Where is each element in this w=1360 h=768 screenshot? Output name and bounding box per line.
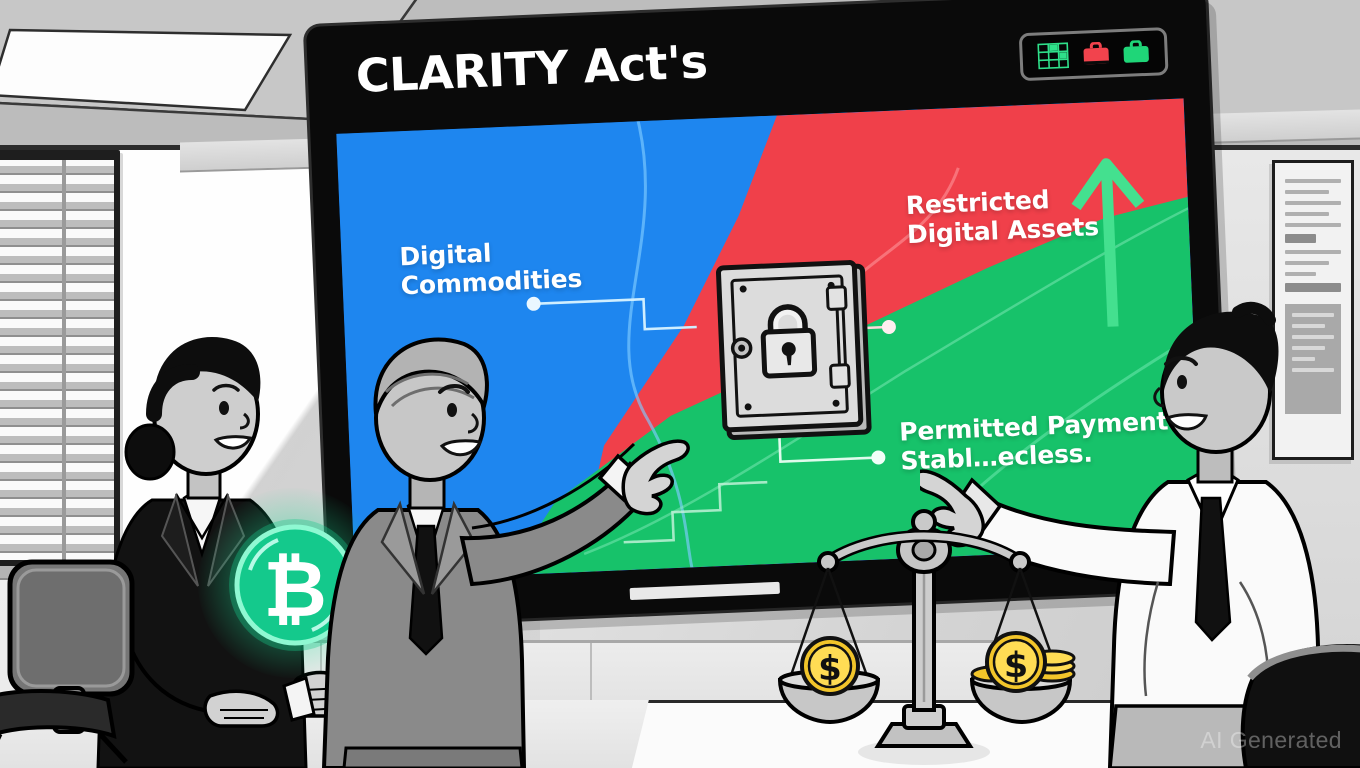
office-chair-right	[1236, 616, 1360, 768]
red-briefcase-icon	[1082, 40, 1110, 67]
status-badge[interactable]	[1018, 27, 1169, 82]
grid-chart-icon	[1037, 41, 1070, 70]
connector-dot-red	[881, 319, 896, 334]
padlock-icon	[760, 304, 818, 379]
safe-vault-icon	[714, 258, 881, 447]
bitcoin-coin: ₿	[222, 512, 368, 658]
window-with-blinds	[0, 150, 120, 570]
presentation-display[interactable]: CLARITY Act's	[305, 0, 1231, 627]
green-briefcase-icon	[1122, 39, 1150, 65]
svg-text:$: $	[818, 649, 842, 689]
wall-document-frame	[1272, 160, 1354, 460]
blind-cord	[62, 160, 66, 560]
connector-dot-blue	[526, 296, 541, 311]
office-chair-left	[0, 548, 214, 768]
connector-dot-green	[871, 450, 886, 465]
svg-text:₿: ₿	[263, 545, 327, 635]
man-gray-suit	[312, 288, 692, 768]
screen-content: Digital Commodities Restricted Digital A…	[336, 98, 1203, 582]
balance-scale: $ $	[766, 502, 1086, 768]
window-glass	[0, 160, 114, 560]
screen-decorations	[526, 110, 1195, 580]
label-restricted-digital-assets: Restricted Digital Assets	[905, 185, 1100, 249]
ai-generated-watermark: AI Generated	[1200, 727, 1342, 753]
svg-text:$: $	[1004, 646, 1028, 686]
growth-arrow	[1071, 158, 1145, 327]
